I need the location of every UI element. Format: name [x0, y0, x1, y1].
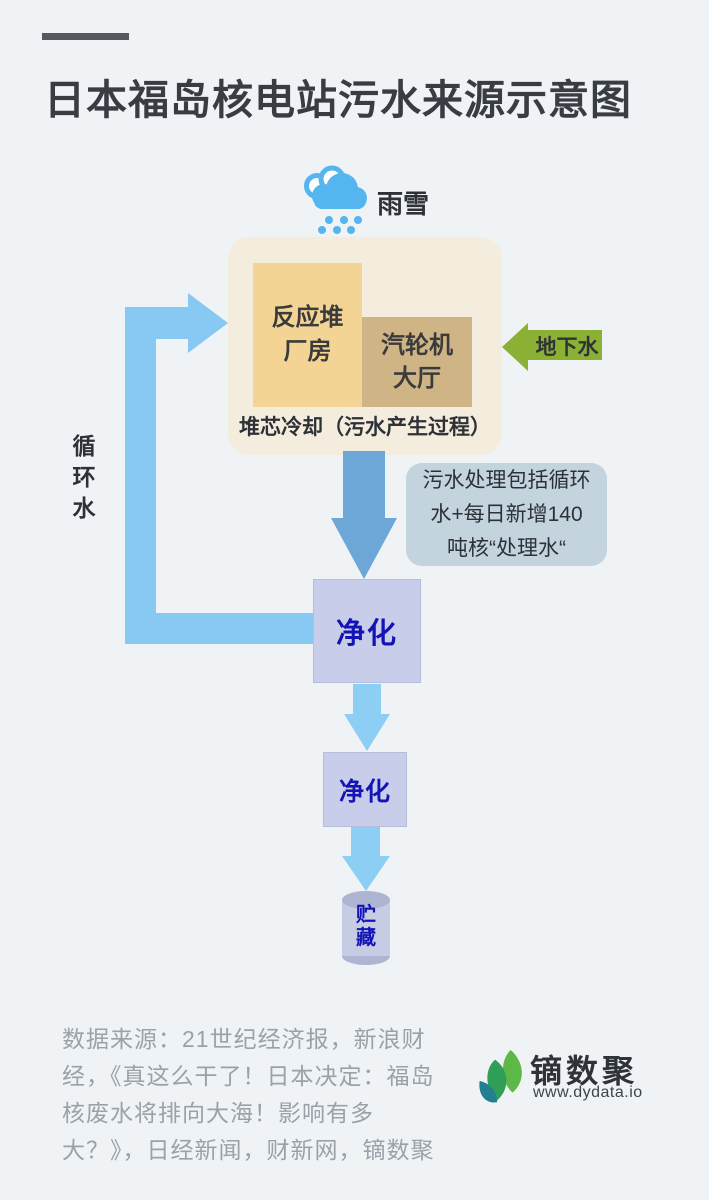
- circulation-pipe-vertical: [125, 307, 156, 644]
- tank-top-cap: [342, 891, 390, 909]
- wastewater-arrow-stem: [343, 451, 385, 519]
- wastewater-arrow-head-icon: [331, 518, 397, 579]
- purify-box-2: 净化: [323, 752, 407, 827]
- purify2-arrow-stem: [351, 827, 380, 857]
- reactor-label-line: 反应堆: [271, 304, 344, 331]
- circulation-water-label: 循 环 水: [71, 431, 97, 524]
- note-line: 水+每日新增140: [430, 502, 583, 526]
- source-line: 经，《真这么干了！日本决定：福岛: [62, 1063, 435, 1089]
- logo-url: www.dydata.io: [533, 1084, 643, 1101]
- rain-snow-cloud-icon: [304, 165, 367, 234]
- note-line: 污水处理包括循环: [422, 468, 591, 492]
- circulation-char: 水: [72, 495, 96, 521]
- circulation-arrowhead-icon: [188, 293, 228, 353]
- source-line: 核废水将排向大海！影响有多: [62, 1100, 374, 1126]
- groundwater-arrow-icon: [502, 323, 602, 371]
- circulation-pipe-top: [156, 307, 189, 339]
- source-line: 数据来源：21世纪经济报，新浪财: [62, 1026, 426, 1052]
- storage-label: 贮 藏: [342, 901, 390, 953]
- treatment-note-box: 污水处理包括循环 水+每日新增140 吨核“处理水“: [406, 463, 607, 566]
- weather-label: 雨雪: [377, 189, 430, 219]
- data-source-text: 数据来源：21世纪经济报，新浪财 经，《真这么干了！日本决定：福岛 核废水将排向…: [62, 1021, 482, 1169]
- purify2-arrow-head-icon: [342, 856, 390, 891]
- plant-container: 反应堆 厂房 汽轮机 大厅 堆芯冷却（污水产生过程）: [228, 237, 502, 455]
- turbine-label-line: 大厅: [393, 365, 441, 392]
- reactor-label-line: 厂房: [283, 338, 332, 365]
- storage-char: 藏: [356, 927, 376, 949]
- core-cooling-caption: 堆芯冷却（污水产生过程）: [239, 416, 491, 439]
- storage-tank: 贮 藏: [342, 891, 390, 965]
- circulation-pipe-bottom: [156, 613, 313, 644]
- storage-char: 贮: [356, 904, 376, 926]
- purify1-arrow-head-icon: [344, 714, 390, 751]
- reactor-building-box: 反应堆 厂房: [253, 263, 362, 407]
- turbine-hall-box: 汽轮机 大厅: [362, 317, 472, 407]
- groundwater-label: 地下水: [535, 336, 599, 359]
- note-line: 吨核“处理水“: [447, 536, 566, 560]
- circulation-char: 循: [72, 433, 96, 459]
- tank-body: [342, 900, 390, 956]
- page-title: 日本福岛核电站污水来源示意图: [44, 77, 632, 123]
- turbine-label-line: 汽轮机: [381, 332, 453, 359]
- title-accent-dash: [42, 33, 129, 40]
- circulation-char: 环: [72, 464, 96, 490]
- source-line: 大？》，日经新闻，财新网，镝数聚: [62, 1137, 435, 1163]
- purify-box-1: 净化: [313, 579, 421, 683]
- dydata-leaves-icon: [479, 1049, 522, 1103]
- logo-name: 镝数聚: [530, 1053, 639, 1089]
- purify1-arrow-stem: [353, 684, 381, 715]
